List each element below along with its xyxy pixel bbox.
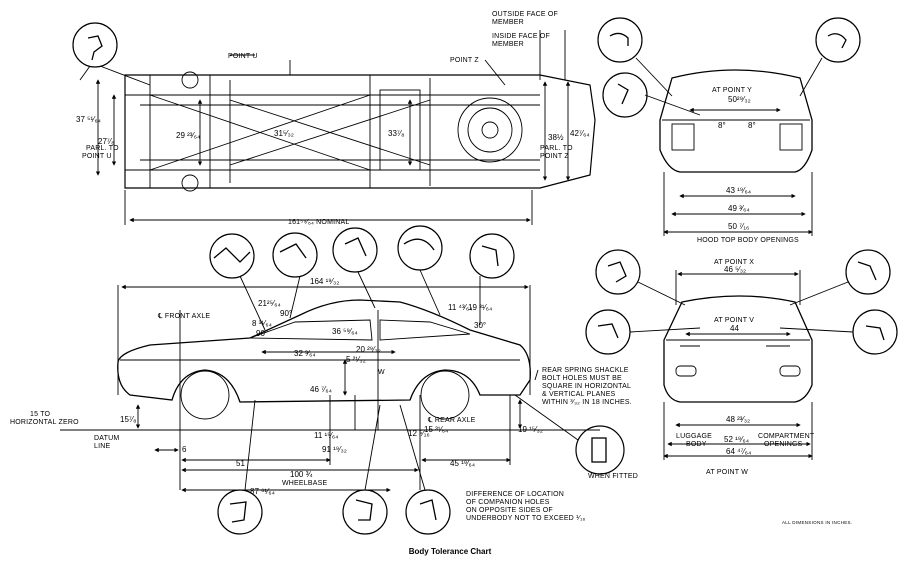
at-point-w: AT POINT W: [706, 469, 748, 476]
datum-2: LINE: [94, 443, 110, 450]
dim-37: 37 ⁵¹⁄₆₄: [76, 115, 101, 124]
dim-49: 49 ³⁄₆₄: [728, 204, 750, 213]
dim-52: 52 ¹⁹⁄₆₄: [724, 435, 749, 444]
dim-38: 38½: [548, 133, 564, 142]
dim-42: 42⁷⁄₆₄: [570, 129, 590, 138]
front-view: [597, 17, 861, 236]
dim-51: 51: [236, 459, 245, 468]
side-view-labels: ℄ FRONT AXLE ℄ REAR AXLE 164 ¹⁹⁄₃₂ 21²⁵⁄…: [10, 277, 638, 522]
chart-caption: Body Tolerance Chart: [408, 547, 492, 556]
rear-axle-label: ℄ REAR AXLE: [427, 417, 476, 424]
zero-note-1: 15 TO: [30, 411, 51, 418]
dim-48: 48 ²³⁄₃₂: [726, 415, 750, 424]
wheelbase-label: WHEELBASE: [282, 480, 327, 487]
angle-90b: 90°: [256, 329, 268, 338]
inside-face-label-1: INSIDE FACE OF: [492, 33, 550, 40]
parl-z-label-2: POINT Z: [540, 153, 569, 160]
dim-19b: 19 ¹⁵⁄₃₂: [518, 425, 543, 434]
dim-100: 100 ¾: [290, 470, 313, 479]
rear-view-labels: AT POINT X 46 ⁵⁄₃₂ AT POINT V 44 48 ²³⁄₃…: [676, 259, 815, 476]
dim-8: 8 ³¹⁄₆₄: [252, 319, 272, 328]
dim-15b: 15⁷⁄₈: [120, 415, 136, 424]
dim-45: 45 ¹⁹⁄₆₄: [450, 459, 475, 468]
dim-44: 44: [730, 324, 739, 333]
dim-11: 11 ⁴³⁄₆₄: [448, 303, 472, 312]
dim-21: 21²⁵⁄₆₄: [258, 299, 281, 308]
dim-50b: 50 ⁷⁄₁₆: [728, 222, 749, 231]
shackle-note-4: & VERTICAL PLANES: [542, 391, 616, 398]
dim-29: 29 ²³⁄₆₄: [176, 131, 200, 140]
dim-5: 5 ²¹⁄₃₂: [346, 355, 366, 364]
zero-note-2: HORIZONTAL ZERO: [10, 419, 79, 426]
dim-20: 20 ²⁹⁄₃₂: [356, 345, 381, 354]
rear-view: [585, 249, 898, 460]
at-point-y: AT POINT Y: [712, 87, 752, 94]
difference-note-1: DIFFERENCE OF LOCATION: [466, 491, 564, 498]
datum-1: DATUM: [94, 435, 119, 442]
dim-87: 87 ⁶¹⁄₆₄: [250, 487, 275, 496]
dim-27: 27⁷⁄₈: [98, 137, 114, 146]
outside-face-label-1: OUTSIDE FACE OF: [492, 11, 558, 18]
dim-6: 6: [182, 445, 187, 454]
dim-31: 31⁵⁄₃₂: [274, 129, 294, 138]
shackle-note-5: WITHIN ³⁄₃₂ IN 18 INCHES.: [542, 399, 632, 406]
shackle-note-1: REAR SPRING SHACKLE: [542, 367, 629, 374]
parl-u-label-2: POINT U: [82, 153, 112, 160]
hood-title: HOOD TOP BODY OPENINGS: [697, 237, 799, 244]
parl-u-label-1: PARL. TO: [86, 145, 119, 152]
dim-50-front: 50²⁹⁄₃₂: [728, 95, 751, 104]
angle-left: 8°: [718, 121, 726, 130]
angle-90a: 90°: [280, 309, 292, 318]
difference-note-4: UNDERBODY NOT TO EXCEED ¹⁄₁₆: [466, 515, 586, 522]
shackle-note-3: SQUARE IN HORIZONTAL: [542, 383, 631, 390]
difference-note-2: OF COMPANION HOLES: [466, 499, 550, 506]
front-axle-label: ℄ FRONT AXLE: [157, 313, 210, 320]
front-view-labels: AT POINT Y 50²⁹⁄₃₂ 8° 8° 43 ¹⁹⁄₆₄ 49 ³⁄₆…: [697, 87, 799, 244]
inside-face-label-2: MEMBER: [492, 41, 524, 48]
parl-z-label-1: PARL. TO: [540, 145, 573, 152]
angle-30: 30°: [474, 321, 486, 330]
side-view: [60, 225, 625, 535]
angle-right: 8°: [748, 121, 756, 130]
plan-view-labels: POINT U POINT Z OUTSIDE FACE OF MEMBER I…: [76, 11, 590, 226]
point-u-label: POINT U: [228, 53, 258, 60]
dim-46-side: 46 ⁷⁄₆₄: [310, 385, 332, 394]
at-point-x: AT POINT X: [714, 259, 754, 266]
units-note: ALL DIMENSIONS IN INCHES.: [782, 520, 853, 525]
dim-33: 33⁷⁄₈: [388, 129, 404, 138]
dim-12: 12 ⁵⁄₁₆: [408, 429, 430, 438]
dim-nominal: 161⁵⁹⁄₆₄ NOMINAL: [288, 219, 349, 226]
plan-view: [72, 22, 596, 225]
dim-164: 164 ¹⁹⁄₃₂: [310, 277, 339, 286]
compartment-label: COMPARTMENT: [758, 433, 815, 440]
dim-11b: 11 ¹⁵⁄₆₄: [314, 431, 338, 440]
difference-note-3: ON OPPOSITE SIDES OF: [466, 507, 553, 514]
dim-91: 91 ¹⁹⁄₃₂: [322, 445, 347, 454]
outside-face-label-2: MEMBER: [492, 19, 524, 26]
w-label: W: [378, 369, 385, 376]
body-label: BODY: [686, 441, 707, 448]
when-fitted: WHEN FITTED: [588, 473, 638, 480]
dim-43: 43 ¹⁹⁄₆₄: [726, 186, 751, 195]
dim-32: 32 ³⁄₆₄: [294, 349, 316, 358]
dim-64: 64 ⁴⁷⁄₆₄: [726, 447, 751, 456]
openings-label: OPENINGS: [764, 441, 803, 448]
shackle-note-2: BOLT HOLES MUST BE: [542, 375, 622, 382]
luggage-label: LUGGAGE: [676, 433, 712, 440]
dim-36: 36 ⁵⁹⁄₆₄: [332, 327, 358, 336]
dim-19a: 19 ³¹⁄₆₄: [468, 303, 492, 312]
at-point-v: AT POINT V: [714, 317, 754, 324]
dim-46-rear: 46 ⁵⁄₃₂: [724, 265, 746, 274]
dim-15: 15 ³¹⁄₆₄: [424, 425, 448, 434]
point-z-label: POINT Z: [450, 57, 479, 64]
